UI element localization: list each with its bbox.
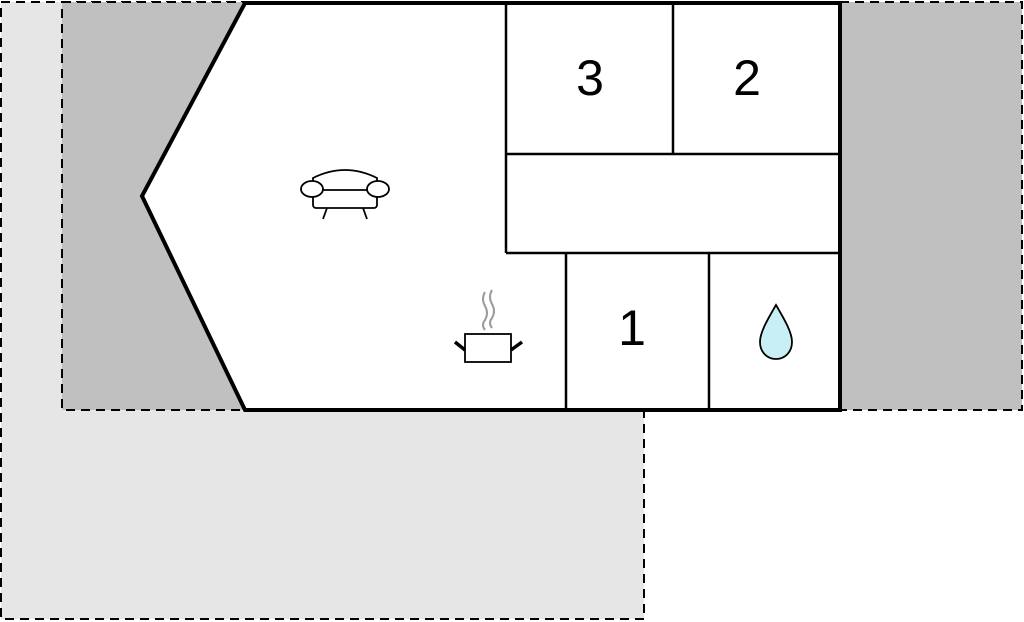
cooking-pot-icon — [453, 289, 524, 363]
room-label-bedroom-1: 1 — [618, 300, 646, 356]
room-label-bedroom-3: 3 — [576, 50, 604, 106]
house-outline — [139, 1, 842, 412]
terrace-right — [839, 1, 1023, 411]
room-label-bedroom-2: 2 — [733, 50, 761, 106]
interior-walls — [504, 3, 840, 410]
water-drop-icon — [759, 303, 793, 360]
sofa-icon — [300, 169, 390, 220]
